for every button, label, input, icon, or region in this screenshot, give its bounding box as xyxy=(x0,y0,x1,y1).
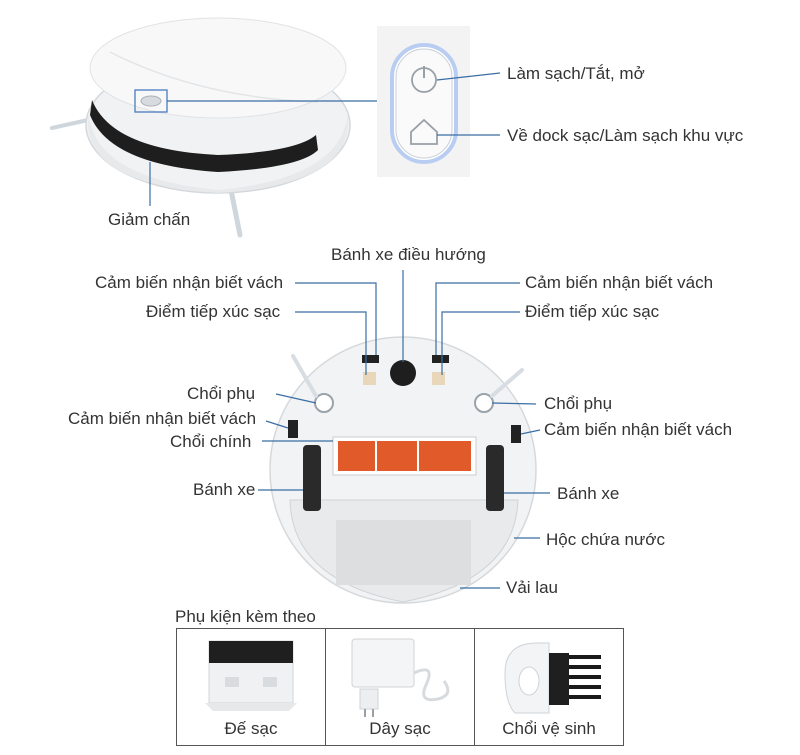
robot-top-view xyxy=(50,17,501,238)
accessory-charging-cable: Dây sạc xyxy=(325,628,475,746)
label-cliff-sensor-right-mid: Cảm biến nhận biết vách xyxy=(544,420,733,439)
accessories-title: Phụ kiện kèm theo xyxy=(175,607,316,626)
label-power-button: Làm sạch/Tắt, mở xyxy=(507,64,645,83)
charging-cable-image xyxy=(351,638,450,717)
label-omni-wheel: Bánh xe điều hướng xyxy=(331,245,486,264)
label-main-brush: Chổi chính xyxy=(170,432,252,451)
label-side-brush-right: Chổi phụ xyxy=(544,394,613,413)
label-wheel-right: Bánh xe xyxy=(557,484,620,503)
label-bumper: Giảm chấn xyxy=(108,210,191,229)
robot-bottom-view xyxy=(258,270,550,604)
label-home-button: Về dock sạc/Làm sạch khu vực xyxy=(507,126,744,145)
accessory-charging-dock: Đế sạc xyxy=(176,628,326,746)
accessory-cleaning-tool: Chổi vệ sinh xyxy=(474,628,624,746)
cleaning-tool-image xyxy=(504,642,601,714)
label-cliff-sensor-left-top: Cảm biến nhận biết vách xyxy=(95,273,284,292)
accessory-label: Đế sạc xyxy=(224,719,278,738)
label-contact-right: Điểm tiếp xúc sạc xyxy=(525,302,660,321)
label-water-tank: Hộc chứa nước xyxy=(546,530,665,549)
charging-dock-image xyxy=(205,640,297,711)
label-contact-left: Điểm tiếp xúc sạc xyxy=(146,302,281,321)
label-cliff-sensor-left-mid: Cảm biến nhận biết vách xyxy=(68,409,257,428)
label-wheel-left: Bánh xe xyxy=(193,480,256,499)
label-side-brush-left: Chổi phụ xyxy=(187,384,256,403)
accessory-label: Chổi vệ sinh xyxy=(502,719,596,738)
label-cliff-sensor-right-top: Cảm biến nhận biết vách xyxy=(525,273,714,292)
label-mop: Vải lau xyxy=(506,578,558,597)
accessory-label: Dây sạc xyxy=(369,719,431,738)
